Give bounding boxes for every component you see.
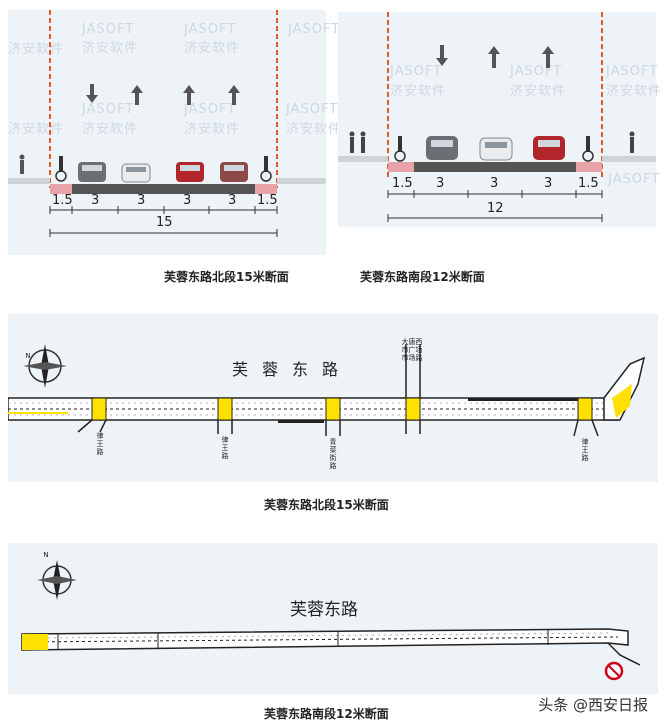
street-label: 律王路 <box>221 436 229 460</box>
left-bike-lane <box>50 184 72 194</box>
dimension-label: 3 <box>228 193 237 208</box>
cross-street <box>591 419 599 437</box>
watermark: 济安软件 <box>286 122 343 137</box>
pedestrian-icon <box>629 131 635 153</box>
intersection-highlight <box>405 397 421 421</box>
right-bike-lane <box>255 184 277 194</box>
watermark: JASOFT <box>286 102 339 117</box>
cross-street <box>77 419 93 433</box>
watermark: JASOFT <box>288 22 341 37</box>
right-bike-lane <box>576 162 602 172</box>
cyclist-icon <box>582 136 594 162</box>
left-bike-lane <box>388 162 414 172</box>
south-plan-panel: 芙蓉东路 N <box>8 543 658 694</box>
watermark: JASOFT <box>82 102 135 117</box>
south-section-drawing <box>338 12 656 222</box>
compass-icon <box>23 344 67 388</box>
left-sidewalk <box>338 156 388 162</box>
street-label: 律王路 <box>581 438 589 462</box>
arrow-up-icon <box>183 85 195 105</box>
intersection-highlight <box>217 397 233 421</box>
street-label: 青菜街路 <box>329 438 337 470</box>
watermark: JASOFT <box>82 22 135 37</box>
watermark: 济安软件 <box>510 84 567 99</box>
arrow-down-icon <box>86 84 98 103</box>
watermark: JASOFT <box>606 64 659 79</box>
south-cross-section-panel: JASOFT 济安软件 JASOFT 济安软件 JASOFT 济安软件 JASO… <box>338 12 661 227</box>
car-icon <box>533 136 565 160</box>
cyclist-icon <box>55 156 67 182</box>
north-plan-caption: 芙蓉东路北段15米断面 <box>264 498 389 512</box>
cross-street <box>573 419 579 437</box>
dimension-label: 1.5 <box>578 176 599 191</box>
dimension-label: 3 <box>183 193 192 208</box>
roadway <box>72 184 255 194</box>
arrow-up-icon <box>131 85 143 105</box>
dimension-label: 1.5 <box>257 193 278 208</box>
cross-street <box>99 419 107 433</box>
dimension-label: 1.5 <box>52 193 73 208</box>
car-icon <box>479 137 513 161</box>
compass-north-label: N <box>25 352 31 360</box>
compass-icon <box>37 560 77 600</box>
intersection-highlight <box>325 397 341 421</box>
total-width-label: 12 <box>487 201 504 216</box>
arrow-up-icon <box>228 85 240 105</box>
watermark: 济安软件 <box>82 41 139 56</box>
intersection-highlight <box>577 397 593 421</box>
watermark: 济安软件 <box>184 122 241 137</box>
arrow-up-icon <box>488 46 500 68</box>
watermark: 济安软件 <box>606 84 663 99</box>
no-entry-icon <box>604 661 624 681</box>
car-icon <box>121 163 151 183</box>
compass-north-label: N <box>43 551 49 559</box>
watermark: JASOFT <box>608 172 661 187</box>
arrow-down-icon <box>436 45 448 66</box>
cyclist-icon <box>260 156 272 182</box>
north-cross-section-panel: JASOFT 济安软件 JASOFT 济安软件 JASOFT JASOFT 济安… <box>8 10 341 255</box>
dimension-label: 1.5 <box>392 176 413 191</box>
dimension-label: 3 <box>544 176 553 191</box>
cyclist-icon <box>394 136 406 162</box>
total-width-label: 15 <box>156 215 173 230</box>
car-icon <box>220 162 248 182</box>
street-label: 律王路 <box>96 432 104 456</box>
watermark: JASOFT <box>390 64 443 79</box>
dimension-label: 3 <box>436 176 445 191</box>
arrow-up-icon <box>542 46 554 68</box>
watermark: JASOFT <box>184 102 237 117</box>
right-sidewalk <box>602 156 656 162</box>
right-sidewalk <box>277 178 326 184</box>
pedestrian-icon <box>19 154 25 174</box>
dimension-label: 3 <box>490 176 499 191</box>
car-icon <box>78 162 106 182</box>
street-label: 大唐西市广场市场路 <box>401 338 423 362</box>
road-name-label: 芙蓉东路 <box>232 360 353 379</box>
watermark: 济安软件 <box>184 41 241 56</box>
intersection-highlight <box>91 397 107 421</box>
dimension-label: 3 <box>137 193 146 208</box>
north-plan-panel: N 芙蓉东路 律王路 律王路 青菜街路 大唐西市广场市场路 律王路 <box>8 314 658 482</box>
north-section-caption: 芙蓉东路北段15米断面 <box>164 270 289 284</box>
watermark: 济安软件 <box>82 122 139 137</box>
south-plan-drawing <box>21 560 641 681</box>
south-section-caption: 芙蓉东路南段12米断面 <box>360 270 485 284</box>
car-icon <box>426 136 458 160</box>
car-icon <box>176 162 204 182</box>
left-sidewalk <box>8 178 50 184</box>
pedestrian-icon <box>349 131 355 153</box>
north-plan-drawing <box>8 344 646 437</box>
watermark: JASOFT <box>184 22 237 37</box>
north-section-drawing <box>8 10 326 237</box>
road-body <box>21 628 629 651</box>
road-name-label: 芙蓉东路 <box>290 600 358 620</box>
south-plan-caption: 芙蓉东路南段12米断面 <box>264 707 389 721</box>
roadway <box>414 162 576 172</box>
source-watermark: 头条 @西安日报 <box>538 696 648 714</box>
pedestrian-icon <box>360 131 366 153</box>
watermark: 济安软件 <box>390 84 447 99</box>
dimension-label: 3 <box>91 193 100 208</box>
